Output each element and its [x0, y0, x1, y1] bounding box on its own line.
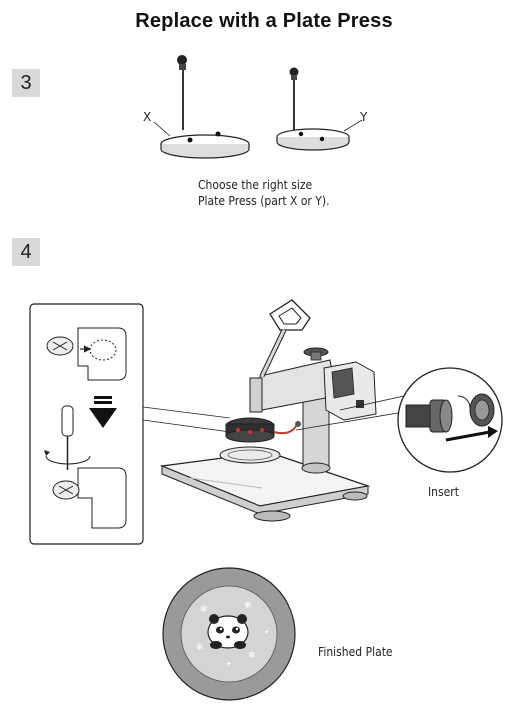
step-number-4: 4 — [12, 238, 40, 266]
step3-caption-line1: Choose the right size — [198, 178, 313, 192]
inset-panel — [29, 303, 144, 545]
plate-press-x — [153, 55, 250, 159]
svg-text:✻: ✻ — [244, 601, 252, 611]
svg-text:✦: ✦ — [264, 629, 269, 636]
finished-plate-label: Finished Plate — [318, 645, 393, 659]
heat-press-machine — [159, 299, 377, 522]
svg-text:✻: ✻ — [196, 643, 204, 653]
insert-label: Insert — [428, 485, 459, 499]
svg-text:✦: ✦ — [226, 660, 232, 668]
page-title: Replace with a Plate Press — [135, 10, 393, 32]
connector-detail — [397, 367, 503, 473]
svg-text:✻: ✻ — [200, 605, 208, 615]
finished-plate: ✻ ✻ ✻ ✻ ✦ ✦ — [162, 567, 296, 701]
part-x-label: X — [143, 110, 152, 124]
step-number-3: 3 — [12, 69, 40, 97]
step3-caption-line2: Plate Press (part X or Y). — [198, 194, 330, 208]
part-y-label: Y — [360, 110, 368, 124]
plate-press-y — [276, 67, 363, 151]
svg-text:✻: ✻ — [248, 651, 256, 661]
